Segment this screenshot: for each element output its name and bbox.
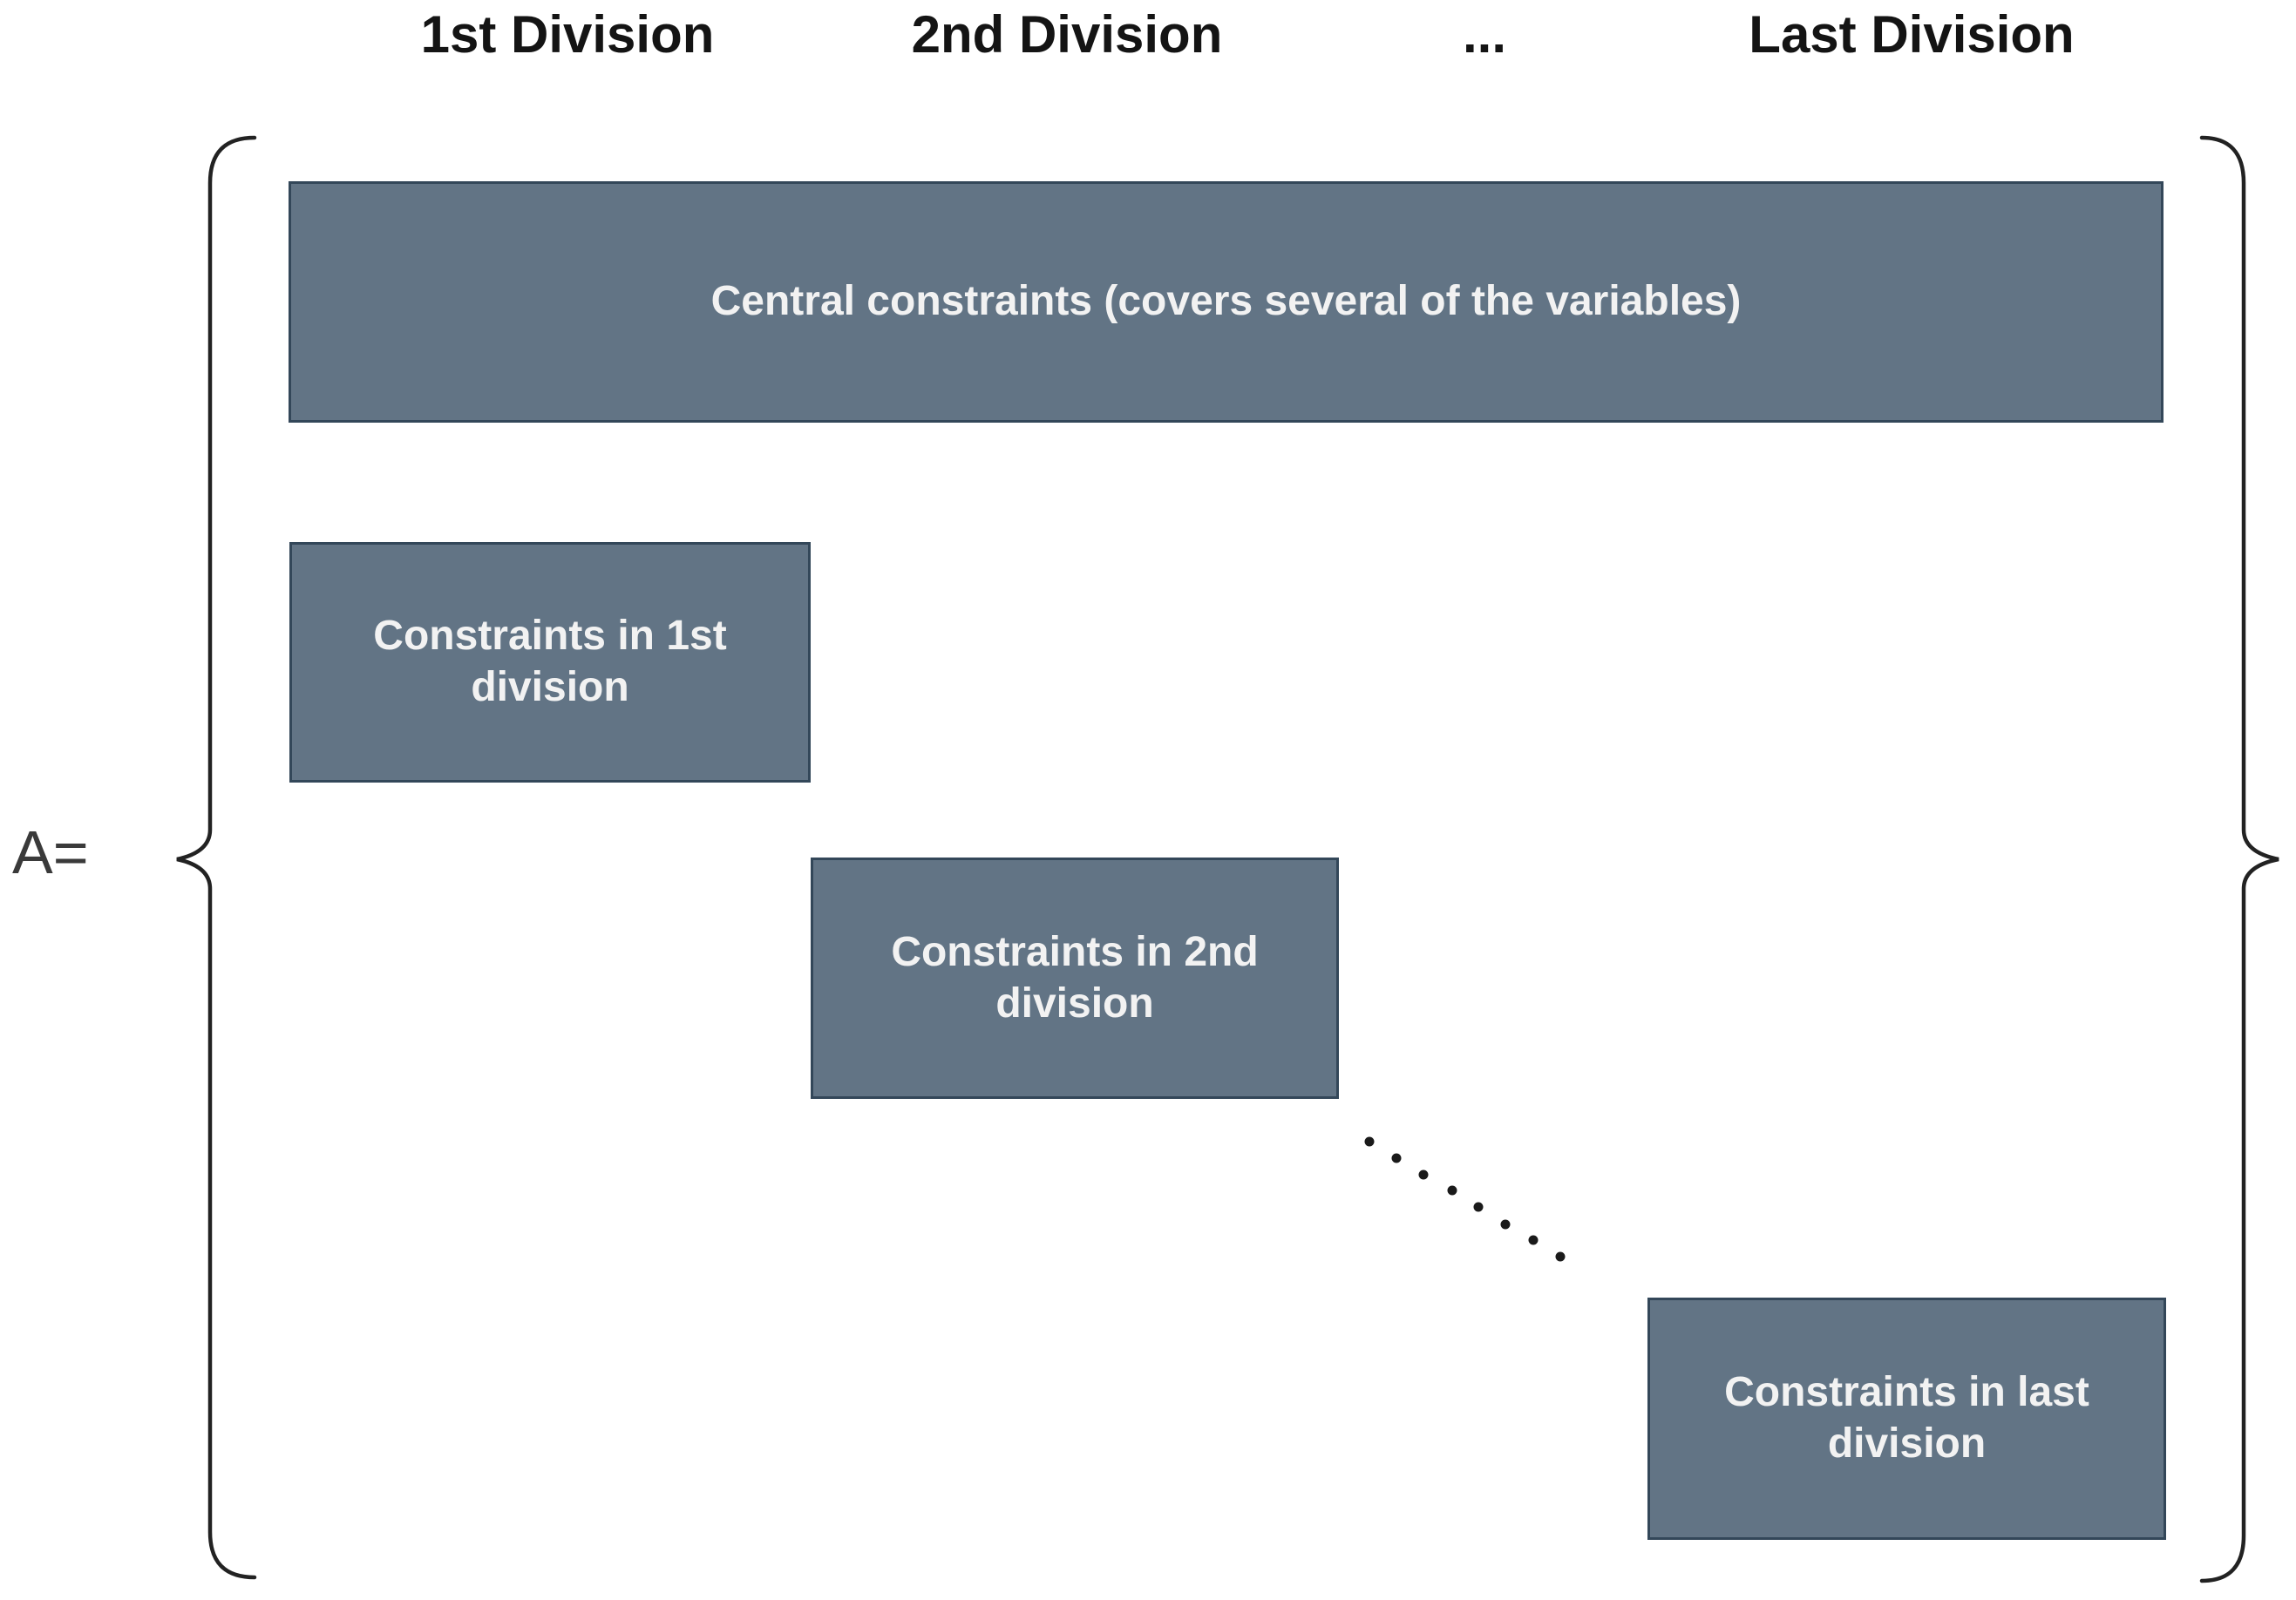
column-header-1st-division: 1st Division — [420, 5, 715, 64]
central-constraints-label: Central constraints (covers several of t… — [710, 278, 1742, 325]
matrix-name-label: A= — [12, 818, 89, 886]
second-division-constraints-block: Constraints in 2nd division — [811, 858, 1339, 1099]
right-bracket-icon — [2199, 135, 2279, 1583]
diagonal-ellipsis-icon — [1364, 1136, 1566, 1262]
column-header-last-division: Last Division — [1749, 5, 2075, 64]
first-division-constraints-block: Constraints in 1st division — [289, 542, 811, 783]
last-division-constraints-block: Constraints in last division — [1647, 1298, 2166, 1540]
central-constraints-block: Central constraints (covers several of t… — [289, 181, 2164, 423]
left-bracket-icon — [176, 135, 257, 1580]
last-division-constraints-label: Constraints in last division — [1724, 1369, 2089, 1467]
second-division-constraints-label: Constraints in 2nd division — [891, 928, 1259, 1027]
column-header-ellipsis: ... — [1462, 5, 1507, 64]
column-header-2nd-division: 2nd Division — [911, 5, 1223, 64]
first-division-constraints-label: Constraints in 1st division — [373, 613, 727, 710]
